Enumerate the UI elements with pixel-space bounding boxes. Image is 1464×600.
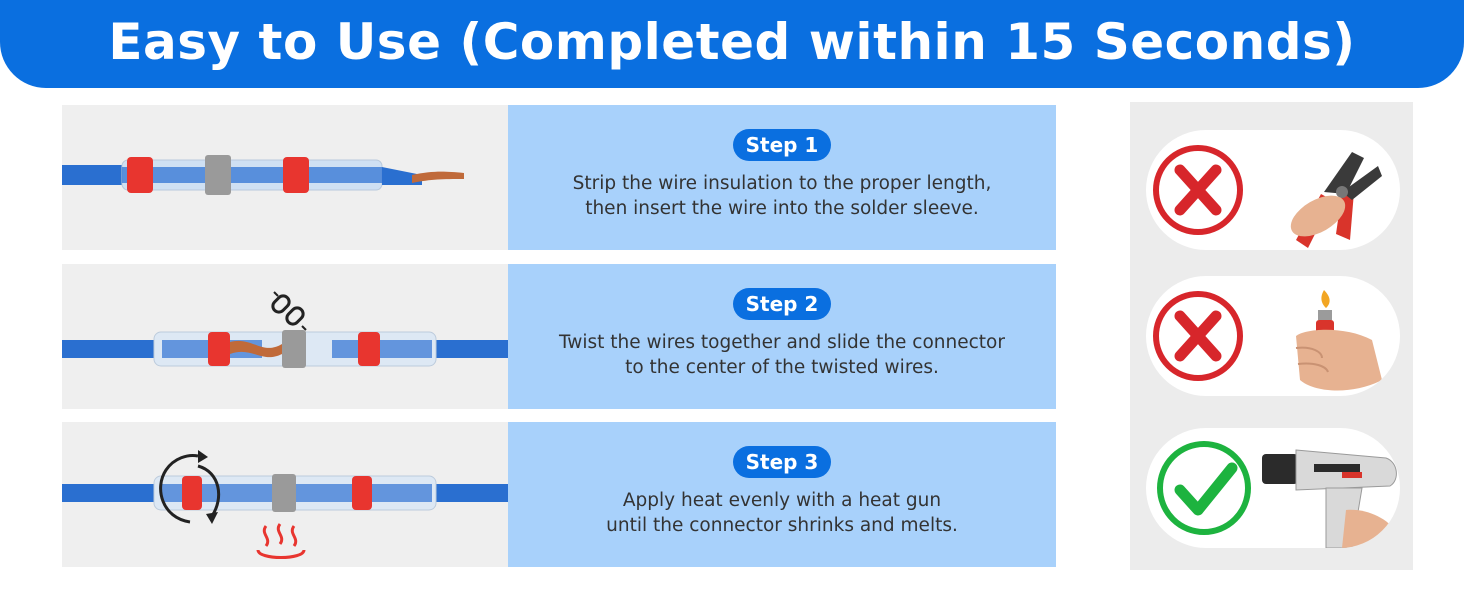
step-1-line-2: then insert the wire into the solder sle…	[585, 198, 979, 219]
step-3-line-1: Apply heat evenly with a heat gun	[622, 490, 942, 511]
step-3-panel: Step 3 Apply heat evenly with a heat gun…	[508, 422, 1056, 567]
step-row-3: Step 3 Apply heat evenly with a heat gun…	[62, 422, 1056, 567]
twisted-wires-illustration	[62, 291, 508, 368]
step-2-line-2: to the center of the twisted wires.	[625, 357, 939, 378]
heat-shrink-illustration	[62, 450, 508, 559]
green-check-icon	[1157, 441, 1251, 535]
heat-icon	[256, 523, 306, 559]
stripped-wire-in-sleeve-illustration	[62, 155, 464, 195]
step-3-line-2: until the connector shrinks and melts.	[606, 515, 958, 536]
page-title: Easy to Use (Completed within 15 Seconds…	[108, 13, 1356, 71]
step-1-description: Strip the wire insulation to the proper …	[573, 171, 992, 221]
pliers-icon	[1290, 152, 1382, 248]
step-3-badge: Step 3	[732, 446, 832, 478]
tool-card-lighter	[1146, 276, 1400, 396]
tools-panel	[1130, 102, 1413, 570]
rotate-arrows-icon	[159, 450, 221, 524]
header-banner: Easy to Use (Completed within 15 Seconds…	[0, 0, 1464, 88]
step-2-photo	[62, 264, 508, 409]
red-cross-icon	[1153, 145, 1243, 235]
step-1-badge: Step 1	[732, 129, 832, 161]
link-icon	[271, 291, 307, 331]
lighter-icon	[1295, 290, 1382, 391]
step-1-line-1: Strip the wire insulation to the proper …	[572, 173, 992, 194]
tool-card-heat-gun	[1146, 428, 1400, 548]
step-1-panel: Step 1 Strip the wire insulation to the …	[508, 105, 1056, 250]
step-2-description: Twist the wires together and slide the c…	[559, 330, 1005, 380]
step-2-badge: Step 2	[732, 288, 832, 320]
step-3-photo	[62, 422, 508, 567]
red-cross-icon	[1153, 291, 1243, 381]
heat-gun-icon	[1262, 449, 1400, 548]
tool-card-pliers	[1146, 130, 1400, 250]
step-2-line-1: Twist the wires together and slide the c…	[559, 332, 1005, 353]
step-1-photo	[62, 105, 508, 250]
step-row-2: Step 2 Twist the wires together and slid…	[62, 264, 1056, 409]
step-2-panel: Step 2 Twist the wires together and slid…	[508, 264, 1056, 409]
step-row-1: Step 1 Strip the wire insulation to the …	[62, 105, 1056, 250]
step-3-description: Apply heat evenly with a heat gun until …	[606, 488, 958, 538]
